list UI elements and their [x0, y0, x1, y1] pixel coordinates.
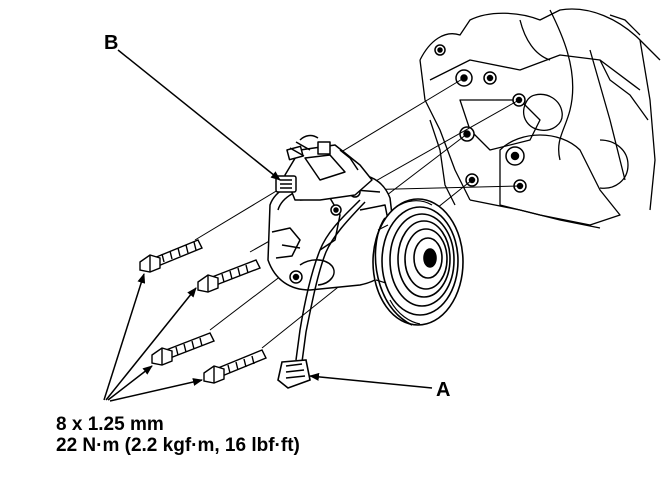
connector-a [277, 359, 311, 389]
torque-label: 22 N·m (2.2 kgf·m, 16 lbf·ft) [56, 435, 300, 456]
engine-block [419, 8, 661, 229]
bolt-4 [203, 349, 267, 384]
bolt-2 [197, 259, 261, 293]
pulley-hub-detail [375, 200, 433, 325]
bolt-3 [151, 332, 215, 366]
wire-harness [295, 199, 366, 363]
callout-b-leader [117, 49, 281, 181]
sensor-b [275, 175, 297, 193]
pipe-fitting [289, 134, 319, 157]
engine-mounting-bosses [434, 44, 527, 193]
clutch-pulley [372, 198, 464, 326]
compressor-top-bracket [284, 141, 373, 201]
bolt-1 [139, 239, 203, 273]
callout-label-a: A [436, 379, 451, 401]
spec-leaders [103, 273, 203, 402]
bolt-spec: 8 x 1.25 mm 22 N·m (2.2 kgf·m, 16 lbf·ft… [56, 414, 300, 456]
callout-a-leader [309, 372, 433, 389]
bolt-size-label: 8 x 1.25 mm [56, 414, 164, 435]
callout-label-b: B [104, 32, 119, 54]
